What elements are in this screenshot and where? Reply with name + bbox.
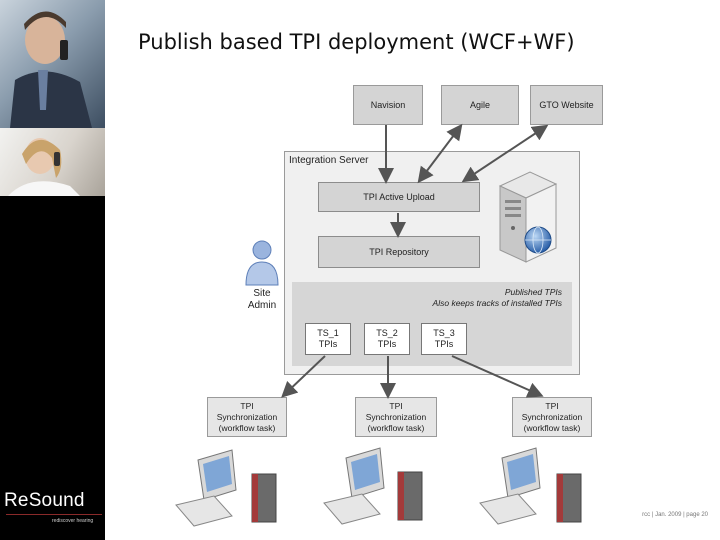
published-tpis-sublabel: Also keeps tracks of installed TPIs — [432, 298, 562, 308]
slide-title: Publish based TPI deployment (WCF+WF) — [138, 30, 575, 54]
ts1-box: TS_1 TPIs — [305, 323, 351, 355]
sync-task-2-l2: Synchronization — [365, 411, 427, 422]
agile-label: Agile — [469, 100, 490, 110]
ts2-name: TS_2 — [376, 328, 398, 338]
ts3-box: TS_3 TPIs — [421, 323, 467, 355]
sync-task-1: TPI Synchronization (workflow task) — [207, 397, 287, 437]
brand-divider — [6, 514, 102, 515]
sync-task-3-l2: Synchronization — [521, 411, 583, 422]
published-tpis-label: Published TPIs — [504, 287, 562, 297]
site-admin-line1: Site — [253, 288, 271, 299]
agile-box: Agile — [441, 85, 519, 125]
sync-task-2: TPI Synchronization (workflow task) — [355, 397, 437, 437]
ts2-box: TS_2 TPIs — [364, 323, 410, 355]
sync-task-1-l3: (workflow task) — [218, 422, 276, 433]
ts2-sub: TPIs — [377, 339, 397, 349]
site-admin-line2: Admin — [247, 300, 277, 311]
business-man-photo — [0, 0, 105, 128]
integration-server-label: Integration Server — [289, 155, 369, 166]
arrow-agile-upload — [417, 123, 463, 184]
sync-task-3: TPI Synchronization (workflow task) — [512, 397, 592, 437]
brand-logo-text: ReSound — [4, 490, 85, 511]
woman-phone-illustration — [8, 138, 80, 196]
arrow-gto-upload — [461, 124, 549, 183]
arrow-ts1-to-sync1 — [281, 355, 326, 398]
brand-tagline: rediscover hearing — [52, 518, 94, 524]
workstation-icon-2 — [323, 447, 423, 525]
ts1-sub: TPIs — [318, 339, 338, 349]
tpi-repository-label: TPI Repository — [369, 247, 429, 257]
workstation-icon-1 — [175, 449, 277, 527]
woman-phone-photo — [0, 128, 105, 196]
gto-website-label: GTO Website — [539, 100, 594, 110]
arrow-ts3-to-sync3 — [451, 355, 544, 398]
server-tower-icon — [498, 171, 558, 263]
sync-task-1-l2: Synchronization — [216, 411, 278, 422]
sidebar: ReSound rediscover hearing — [0, 0, 105, 540]
navision-label: Navision — [370, 100, 406, 110]
navision-box: Navision — [353, 85, 423, 125]
sync-task-1-l1: TPI — [240, 400, 254, 411]
tpi-active-upload-box: TPI Active Upload — [318, 182, 480, 212]
site-admin-label: Site Admin — [232, 288, 292, 312]
tpi-active-upload-label: TPI Active Upload — [363, 192, 435, 202]
business-man-illustration — [10, 11, 92, 128]
sync-task-3-l3: (workflow task) — [523, 422, 581, 433]
gto-website-box: GTO Website — [530, 85, 603, 125]
sync-task-3-l1: TPI — [545, 400, 559, 411]
footer-text: rcc | Jan. 2009 | page 20 — [642, 512, 708, 518]
workstation-icon-3 — [479, 447, 582, 525]
ts1-name: TS_1 — [317, 328, 339, 338]
ts3-name: TS_3 — [433, 328, 455, 338]
ts3-sub: TPIs — [434, 339, 454, 349]
globe-icon — [524, 226, 552, 254]
sync-task-2-l1: TPI — [389, 400, 403, 411]
person-icon — [245, 240, 279, 286]
sync-task-2-l3: (workflow task) — [367, 422, 425, 433]
